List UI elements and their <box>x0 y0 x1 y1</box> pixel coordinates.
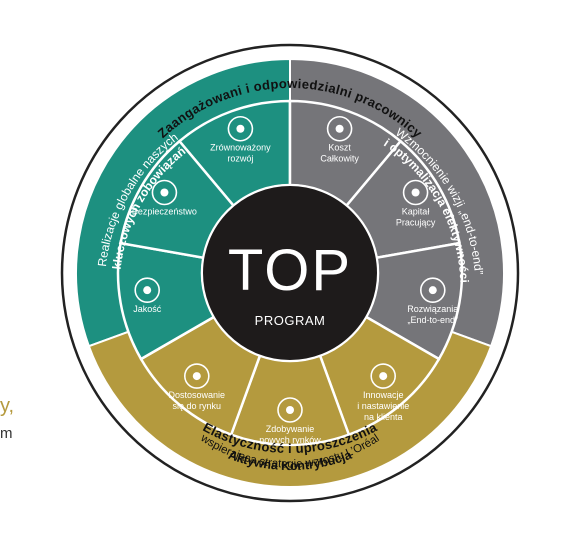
globe-leaf-icon-glyph <box>236 124 245 133</box>
segment-label-line: Bezpieczeństwo <box>132 207 197 217</box>
stopwatch-icon <box>183 363 210 389</box>
lightbulb-icon <box>370 363 397 389</box>
segment-label-line: i nastawienie <box>357 401 409 411</box>
segment-label-line: Kapitał <box>402 207 430 217</box>
segment-label-line: Koszt <box>328 143 351 153</box>
monitor-icon-glyph <box>428 286 437 295</box>
segment-label-line: rozwój <box>227 154 253 164</box>
chart-icon-glyph <box>335 124 344 133</box>
shield-icon <box>151 179 178 206</box>
segment-label-line: nowych rynków <box>259 435 321 445</box>
side-text-fragment-1: y, <box>0 395 15 417</box>
monitor-icon <box>419 277 446 303</box>
award-icon <box>134 277 161 303</box>
segment-label-line: Dostosowanie <box>169 390 226 400</box>
shield-icon-glyph <box>160 188 169 197</box>
flag-icon <box>277 397 303 423</box>
side-text-fragment-2: m <box>0 425 13 442</box>
money-icon <box>402 179 429 206</box>
segment-label-line: na klienta <box>364 412 403 422</box>
segment-label-line: Innowacje <box>363 390 404 400</box>
segment-label-line: Zdobywanie <box>266 424 315 434</box>
globe-leaf-icon <box>227 115 254 142</box>
segment-label-line: się do rynku <box>173 401 222 411</box>
lightbulb-icon-glyph <box>379 372 388 381</box>
award-icon-glyph <box>143 286 152 295</box>
segment-label-line: Pracujący <box>396 218 436 228</box>
center-disc <box>201 184 379 362</box>
segment-label-line: Rozwiązania <box>407 304 458 314</box>
segment-label-bezpieczenstwo: Bezpieczeństwo <box>132 207 197 217</box>
chart-icon <box>326 115 353 142</box>
stopwatch-icon-glyph <box>192 372 201 381</box>
segment-label-line: Jakość <box>133 304 162 314</box>
money-icon-glyph <box>411 188 420 197</box>
segment-label-line: Całkowity <box>320 154 359 164</box>
center-title: TOP <box>228 238 352 303</box>
flag-icon-glyph <box>286 406 294 414</box>
segment-label-rozwiazania: Rozwiązania„End-to-end” <box>407 304 458 325</box>
center-subtitle: PROGRAM <box>255 313 326 328</box>
segment-label-line: „End-to-end” <box>408 315 459 325</box>
segment-label-jakosc: Jakość <box>133 304 162 314</box>
segment-label-line: Zrównoważony <box>210 143 271 153</box>
